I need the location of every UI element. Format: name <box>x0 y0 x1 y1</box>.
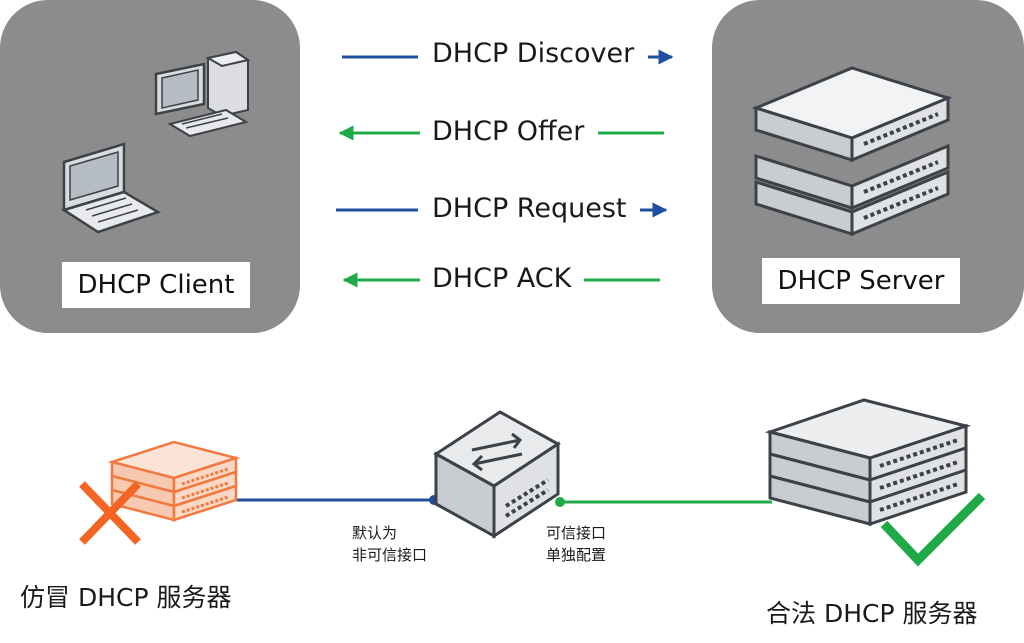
fake-server-label: 仿冒 DHCP 服务器 <box>20 583 232 612</box>
trusted-port-dot <box>555 497 565 507</box>
trusted-port-label-line1: 可信接口 <box>546 524 607 542</box>
server-stack-icon <box>751 66 953 237</box>
fake-server-icon <box>107 440 241 522</box>
client-label: DHCP Client <box>62 262 250 308</box>
msg-offer-label: DHCP Offer <box>432 116 585 147</box>
legit-server-label: 合法 DHCP 服务器 <box>766 599 978 628</box>
laptop-icon <box>61 142 162 234</box>
trusted-port-label-line2: 单独配置 <box>546 546 607 564</box>
untrusted-port-label-line2: 非可信接口 <box>352 546 428 564</box>
untrusted-port-label-line1: 默认为 <box>352 524 398 542</box>
cross-mark-icon <box>79 481 141 545</box>
msg-ack-label: DHCP ACK <box>432 263 572 294</box>
msg-request-label: DHCP Request <box>432 193 627 224</box>
server-label: DHCP Server <box>762 258 960 304</box>
check-mark-icon <box>880 492 986 567</box>
legit-server-icon <box>764 398 972 527</box>
network-switch-icon <box>433 410 561 539</box>
msg-discover-label: DHCP Discover <box>432 38 635 69</box>
desktop-computer-icon <box>154 50 251 138</box>
